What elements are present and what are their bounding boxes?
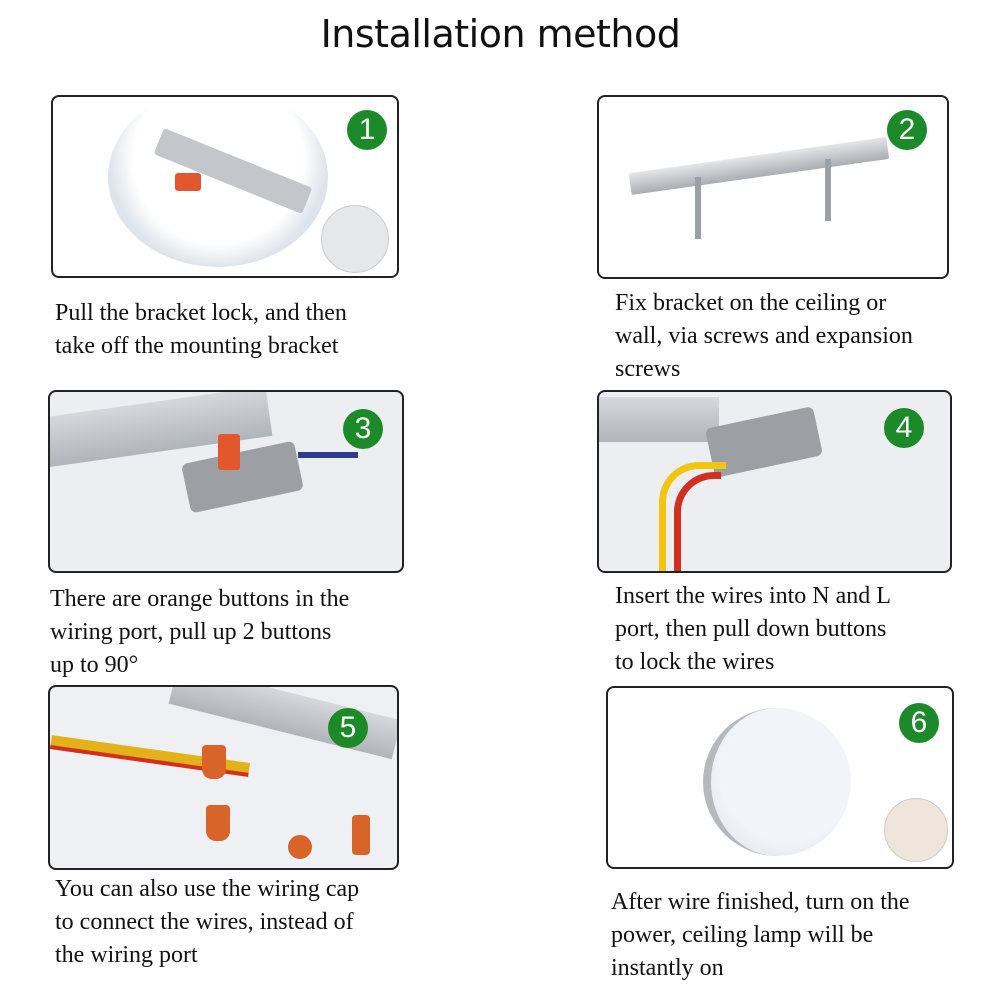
step-6-image: 6 [606, 686, 954, 869]
step-6-caption: After wire finished, turn on the power, … [611, 886, 910, 985]
caption-line: Fix bracket on the ceiling or [615, 290, 887, 316]
caption-line: instantly on [611, 955, 724, 981]
mounting-bracket [599, 397, 719, 442]
step-3-caption: There are orange buttons in the wiring p… [50, 583, 349, 682]
yellow-wire [659, 462, 726, 571]
step-3-image: 3 [48, 390, 404, 573]
step-badge: 5 [328, 708, 368, 748]
step-4-caption: Insert the wires into N and L port, then… [615, 580, 891, 679]
step-1-image: 1 [51, 95, 399, 278]
light-switch-inset [884, 798, 948, 862]
red-wire [674, 472, 721, 571]
wiring-port [175, 173, 201, 191]
caption-line: port, then pull down buttons [615, 616, 887, 642]
caption-line: After wire finished, turn on the [611, 889, 910, 915]
step-badge: 1 [347, 110, 387, 150]
screw [695, 177, 701, 239]
step-badge: 4 [884, 408, 924, 448]
step-4-image: 4 [597, 390, 952, 573]
step-5-caption: You can also use the wiring cap to conne… [55, 873, 359, 972]
step-2-caption: Fix bracket on the ceiling or wall, via … [615, 287, 913, 386]
caption-line: to lock the wires [615, 649, 775, 675]
mounting-bracket [628, 137, 890, 195]
caption-line: up to 90° [50, 652, 139, 678]
ceiling-lamp [703, 708, 851, 856]
orange-button [218, 434, 240, 470]
wiring-cap [352, 815, 370, 855]
caption-line: take off the mounting bracket [55, 333, 339, 359]
wiring-cap [206, 805, 230, 841]
caption-line: to connect the wires, instead of [55, 909, 354, 935]
step-badge: 3 [343, 409, 383, 449]
caption-line: Insert the wires into N and L [615, 583, 891, 609]
caption-line: power, ceiling lamp will be [611, 922, 874, 948]
wiring-port [181, 440, 304, 514]
caption-line: wall, via screws and expansion [615, 323, 913, 349]
page-title: Installation method [320, 12, 681, 56]
wiring-cap [202, 745, 226, 779]
step-5-image: 5 [48, 685, 399, 870]
caption-line: You can also use the wiring cap [55, 876, 360, 902]
wiring-cap [288, 835, 312, 859]
caption-line: the wiring port [55, 942, 198, 968]
step-badge: 2 [887, 110, 927, 150]
caption-line: Pull the bracket lock, and then [55, 300, 347, 326]
caption-line: wiring port, pull up 2 buttons [50, 619, 332, 645]
caption-line: screws [615, 356, 681, 382]
step-2-image: 2 [597, 95, 949, 279]
bracket-lock-inset [321, 205, 389, 273]
caption-line: There are orange buttons in the [50, 586, 350, 612]
screw [825, 159, 831, 221]
step-badge: 6 [899, 703, 939, 743]
wire [298, 452, 358, 458]
step-1-caption: Pull the bracket lock, and then take off… [55, 297, 347, 363]
